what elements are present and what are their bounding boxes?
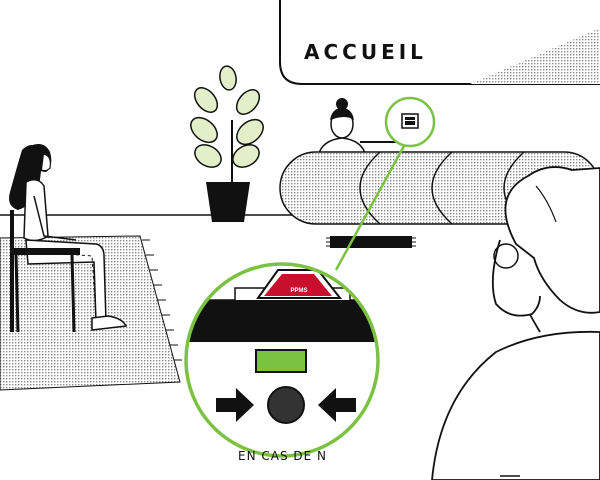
chair-icon xyxy=(10,210,80,333)
alarm-box-highlight xyxy=(334,96,436,271)
arrow-left-icon xyxy=(318,388,356,422)
push-button-icon[interactable] xyxy=(267,386,305,424)
alarm-box-zoom xyxy=(184,262,380,458)
doormat xyxy=(326,236,416,248)
arrow-right-icon xyxy=(216,388,254,422)
alarm-box-caption: EN CAS DE N xyxy=(238,449,328,463)
alarm-box-icon xyxy=(256,269,343,299)
seated-person xyxy=(9,144,128,333)
receptionist xyxy=(317,98,367,157)
ppms-label: PPMS xyxy=(290,288,308,294)
reception-sign-panel xyxy=(279,0,600,85)
rug-icon xyxy=(0,235,182,391)
status-display xyxy=(255,349,307,373)
foreground-person xyxy=(431,166,600,480)
potted-plant-icon xyxy=(190,65,264,222)
reception-sign: ACCUEIL xyxy=(304,40,427,64)
